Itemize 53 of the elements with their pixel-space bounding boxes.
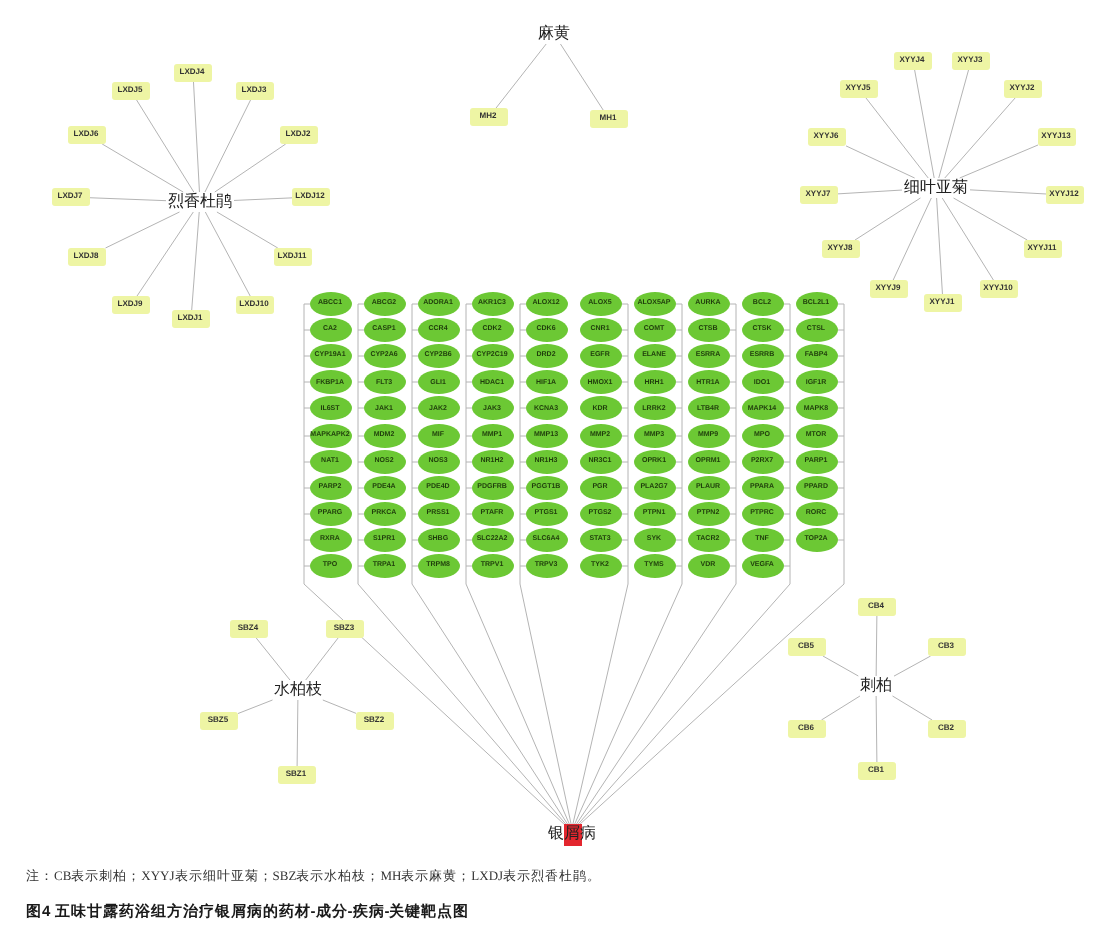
herb-label: 刺柏 <box>858 676 894 696</box>
connector-line <box>892 695 933 721</box>
connector-line <box>854 197 921 241</box>
connector-line <box>204 99 252 193</box>
connector-line <box>892 197 932 281</box>
herb-label: 麻黄 <box>536 24 572 44</box>
connector-line <box>89 197 167 202</box>
connector-line <box>191 211 200 311</box>
connector-line <box>303 303 565 825</box>
connector-line <box>579 303 845 825</box>
connector-line <box>519 303 572 825</box>
connector-line <box>576 303 737 825</box>
connector-line <box>875 615 878 677</box>
connector-line <box>914 69 935 179</box>
herb-label: 水柏枝 <box>272 680 324 700</box>
connector-line <box>893 655 932 677</box>
herb-label: 细叶亚菊 <box>902 178 970 198</box>
connector-line <box>322 699 357 714</box>
connector-line <box>237 699 273 715</box>
connector-line <box>938 69 969 179</box>
connector-line <box>822 655 859 677</box>
connector-line <box>357 303 567 825</box>
herb-label: 烈香杜鹃 <box>166 192 234 212</box>
connector-line <box>559 43 604 111</box>
connector-line <box>465 303 570 825</box>
connector-line <box>255 637 291 681</box>
connector-line <box>820 695 861 721</box>
connector-line <box>875 695 878 763</box>
connector-line <box>574 303 683 825</box>
connector-line <box>136 211 194 297</box>
connector-line <box>936 197 943 295</box>
connector-line <box>233 197 293 201</box>
connector-line <box>944 97 1016 179</box>
connector-line <box>411 303 568 825</box>
connector-line <box>204 211 251 297</box>
connector-line <box>941 197 994 281</box>
connector-line <box>837 189 903 195</box>
connector-line <box>296 699 299 767</box>
connector-line <box>969 189 1047 195</box>
connector-line <box>577 303 791 825</box>
connector-line <box>305 637 339 681</box>
connector-line <box>572 303 629 825</box>
connector-line <box>953 197 1028 241</box>
connector-line <box>101 143 184 193</box>
connector-line <box>216 211 279 249</box>
connector-line <box>495 43 547 109</box>
connector-line <box>136 99 195 193</box>
connector-line <box>959 144 1039 179</box>
connector-line <box>845 145 916 179</box>
connector-line <box>865 97 929 179</box>
connector-line <box>193 81 200 193</box>
connector-line <box>214 143 287 193</box>
connector-line <box>105 211 180 249</box>
